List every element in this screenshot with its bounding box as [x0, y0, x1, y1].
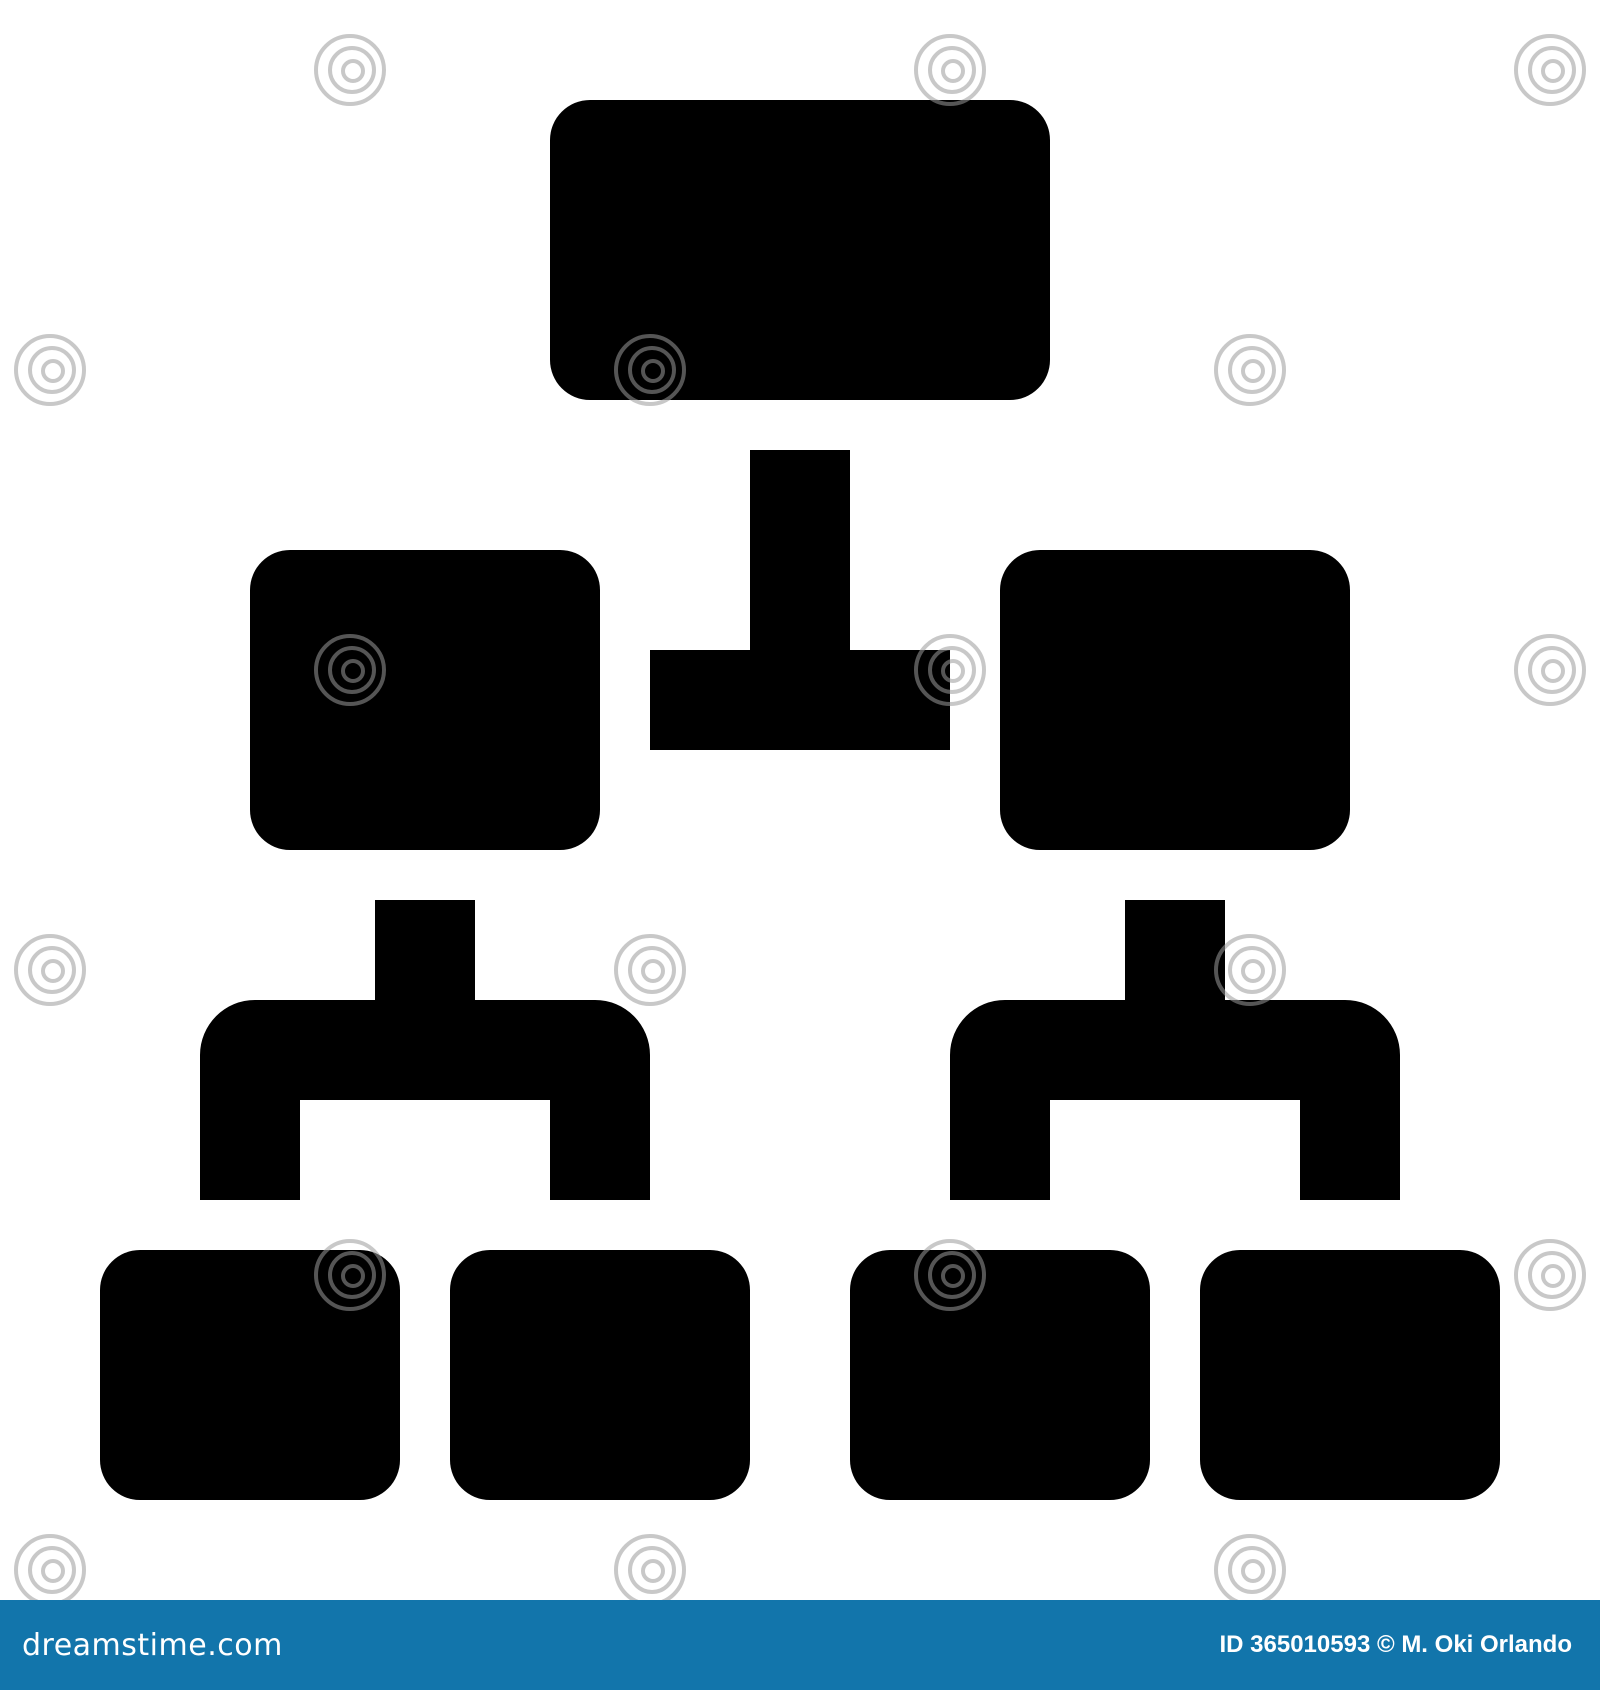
top-connector [650, 450, 950, 750]
hierarchy-structure-icon [100, 100, 1500, 1500]
top-node [550, 100, 1050, 400]
left-branch-connector [200, 900, 650, 1200]
right-branch-connector [950, 900, 1400, 1200]
footer-logo-text[interactable]: dreamstime.com [22, 1627, 283, 1663]
footer-credit-text: ID 365010593 © M. Oki Orlando [1219, 1631, 1573, 1658]
bottom-node-4 [1200, 1250, 1500, 1500]
bottom-node-3 [850, 1250, 1150, 1500]
mid-left-node [250, 550, 600, 850]
mid-right-node [1000, 550, 1350, 850]
bottom-node-2 [450, 1250, 750, 1500]
bottom-node-1 [100, 1250, 400, 1500]
footer-bar: dreamstime.com ID 365010593 © M. Oki Orl… [0, 1600, 1600, 1690]
